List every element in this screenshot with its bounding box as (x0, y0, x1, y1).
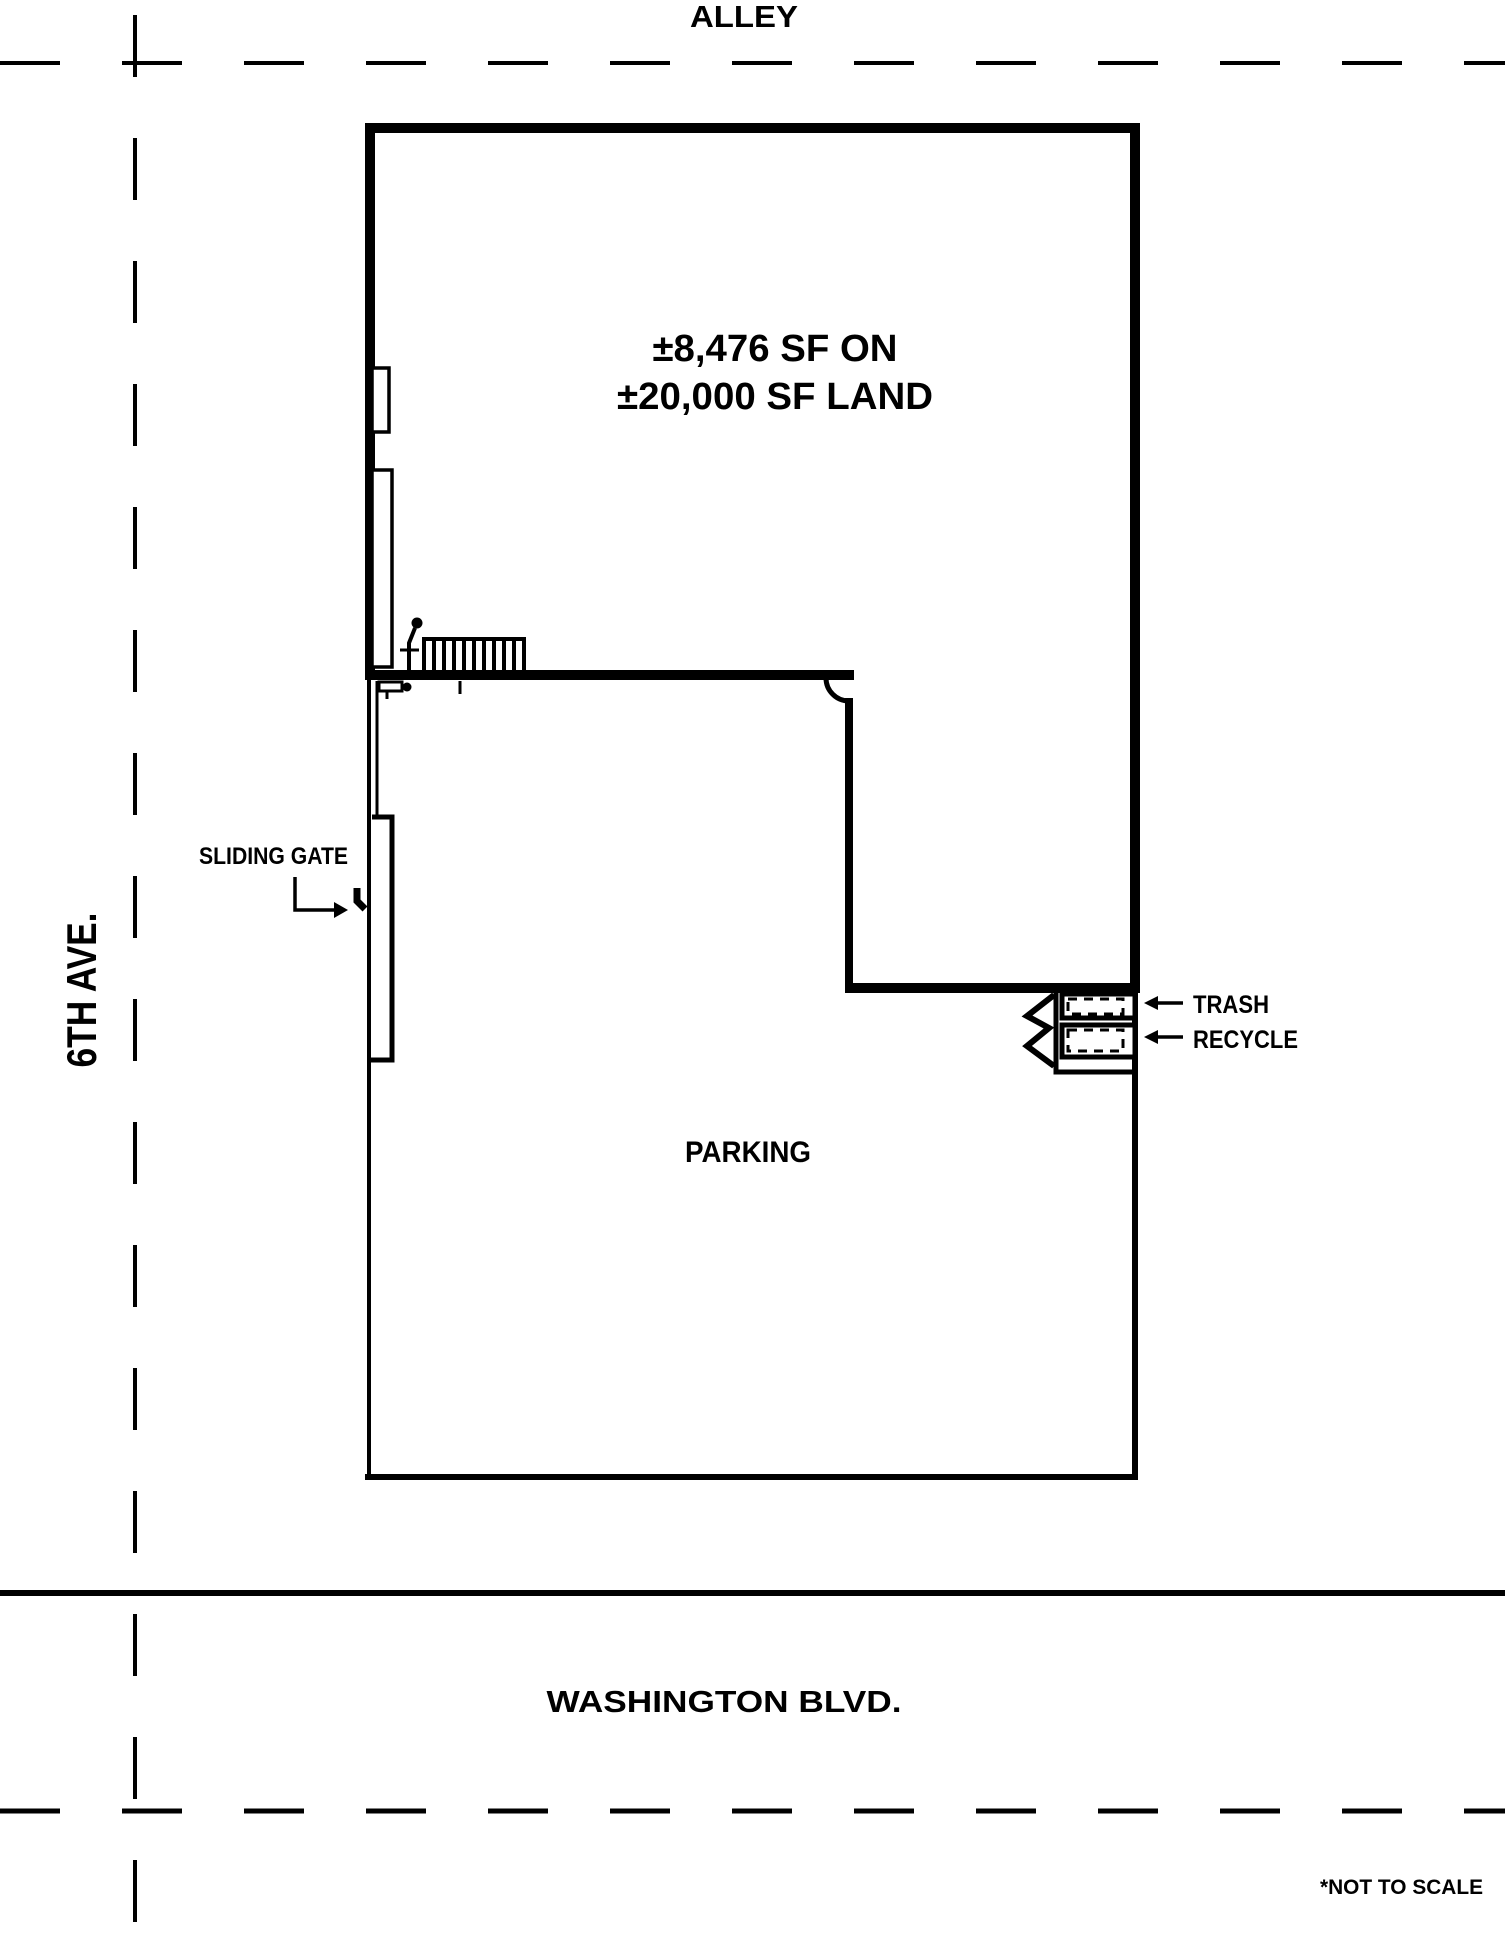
not-to-scale-note: *NOT TO SCALE (1320, 1876, 1483, 1899)
sliding-gate-label: SLIDING GATE (199, 843, 348, 870)
washington-blvd-label: WASHINGTON BLVD. (547, 1684, 902, 1719)
southwest-door-dot (402, 682, 412, 692)
alley-label: ALLEY (690, 0, 798, 34)
trash-bin-dashed (1066, 997, 1125, 1016)
door-swing-arc (823, 677, 850, 704)
parking-label: PARKING (685, 1136, 811, 1169)
sliding-gate-arrowhead (334, 902, 348, 918)
enclosure-doors-chevrons (1021, 992, 1056, 1069)
sixth-ave-label: 6TH AVE. (58, 913, 105, 1068)
southwest-step (377, 680, 404, 693)
recycle-bin-dashed (1066, 1028, 1125, 1053)
gate-latch-glyph (353, 888, 368, 912)
west-wall-opening-upper (370, 366, 391, 434)
sliding-gate-leader (293, 877, 334, 912)
trash-arrowhead (1144, 996, 1158, 1010)
handrail-post-dot (411, 617, 423, 629)
trash-label: TRASH (1193, 991, 1269, 1019)
building-area-line2: ±20,000 SF LAND (617, 376, 933, 418)
building-area-line1: ±8,476 SF ON (653, 328, 898, 370)
sliding-gate-panel (371, 814, 395, 1063)
west-wall-opening-lower (370, 468, 394, 669)
recycle-label: RECYCLE (1193, 1026, 1298, 1054)
trash-enclosure-frame (1053, 993, 1135, 1075)
recycle-arrowhead (1144, 1030, 1158, 1044)
stairs-treads (422, 639, 526, 676)
handrail-post (407, 627, 417, 677)
